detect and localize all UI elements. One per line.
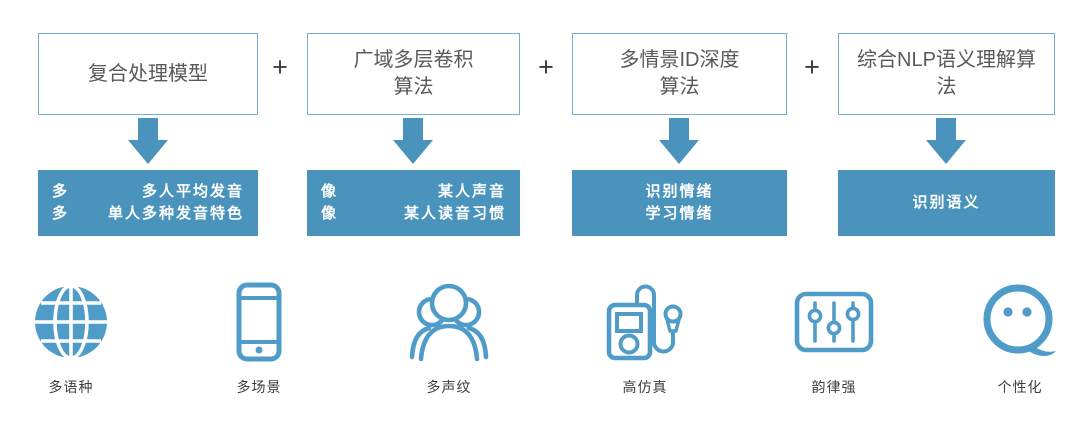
result-row: 像 某人读音习惯 <box>307 203 520 225</box>
plus-sign: + <box>272 52 288 82</box>
feature-prosody: 韵律强 <box>769 276 899 397</box>
result-right: 多人平均发音 <box>141 183 244 200</box>
result-right: 某人读音习惯 <box>403 205 506 222</box>
globe-icon <box>34 276 108 368</box>
algo-box-title-line1: 广域多层卷积 <box>353 49 474 71</box>
algo-box-convolution: 广域多层卷积 算法 <box>307 33 520 115</box>
result-line: 学习情绪 <box>645 205 714 222</box>
result-box-voice-likeness: 像 某人声音 像 某人读音习惯 <box>307 170 520 236</box>
algo-box-title-line2: 算法 <box>393 76 434 98</box>
algo-box-composite-model: 复合处理模型 <box>38 33 258 115</box>
algo-box-title-line1: 多情景ID深度 <box>619 49 740 71</box>
result-right: 单人多种发音特色 <box>107 205 244 222</box>
result-left: 多 <box>52 205 70 222</box>
result-box-semantics: 识别语义 <box>838 170 1055 236</box>
feature-label: 多场景 <box>236 379 282 395</box>
plus-sign: + <box>804 52 820 82</box>
down-arrow-icon <box>926 118 966 164</box>
feature-multiscene: 多场景 <box>194 276 324 397</box>
feature-label: 多声纹 <box>426 379 472 395</box>
algo-box-title-line1: 复合处理模型 <box>88 62 208 85</box>
algo-box-scenario-id: 多情景ID深度 算法 <box>572 33 787 115</box>
result-box-emotion: 识别情绪 学习情绪 <box>572 170 787 236</box>
feature-label: 高仿真 <box>622 379 668 395</box>
audio-player-icon <box>606 276 684 368</box>
result-line: 识别语义 <box>912 194 981 211</box>
down-arrow-icon <box>393 118 433 164</box>
down-arrow-icon <box>659 118 699 164</box>
feature-voiceprints: 多声纹 <box>384 276 514 397</box>
algo-box-title-line1: 综合NLP语义理解算 <box>857 49 1036 71</box>
result-row: 像 某人声音 <box>307 181 520 203</box>
result-row: 多 单人多种发音特色 <box>38 203 258 225</box>
chat-bubble-icon <box>981 276 1059 368</box>
plus-sign: + <box>538 52 554 82</box>
result-right: 某人声音 <box>437 183 506 200</box>
smartphone-icon <box>236 276 282 368</box>
feature-personalization: 个性化 <box>955 276 1080 397</box>
feature-high-fidelity: 高仿真 <box>580 276 710 397</box>
result-row: 多 多人平均发音 <box>38 181 258 203</box>
result-line: 识别情绪 <box>645 183 714 200</box>
down-arrow-icon <box>128 118 168 164</box>
feature-label: 个性化 <box>997 379 1043 395</box>
result-left: 像 <box>321 205 339 222</box>
result-left: 像 <box>321 183 339 200</box>
algo-box-title-line2: 算法 <box>659 76 700 98</box>
feature-label: 多语种 <box>48 379 94 395</box>
equalizer-icon <box>794 276 874 368</box>
algo-box-title-line2: 法 <box>936 76 957 98</box>
algo-box-nlp: 综合NLP语义理解算 法 <box>838 33 1055 115</box>
feature-label: 韵律强 <box>811 379 857 395</box>
result-box-pronunciation: 多 多人平均发音 多 单人多种发音特色 <box>38 170 258 236</box>
feature-multilingual: 多语种 <box>6 276 136 397</box>
result-left: 多 <box>52 183 70 200</box>
voiceprint-people-icon <box>409 276 489 368</box>
